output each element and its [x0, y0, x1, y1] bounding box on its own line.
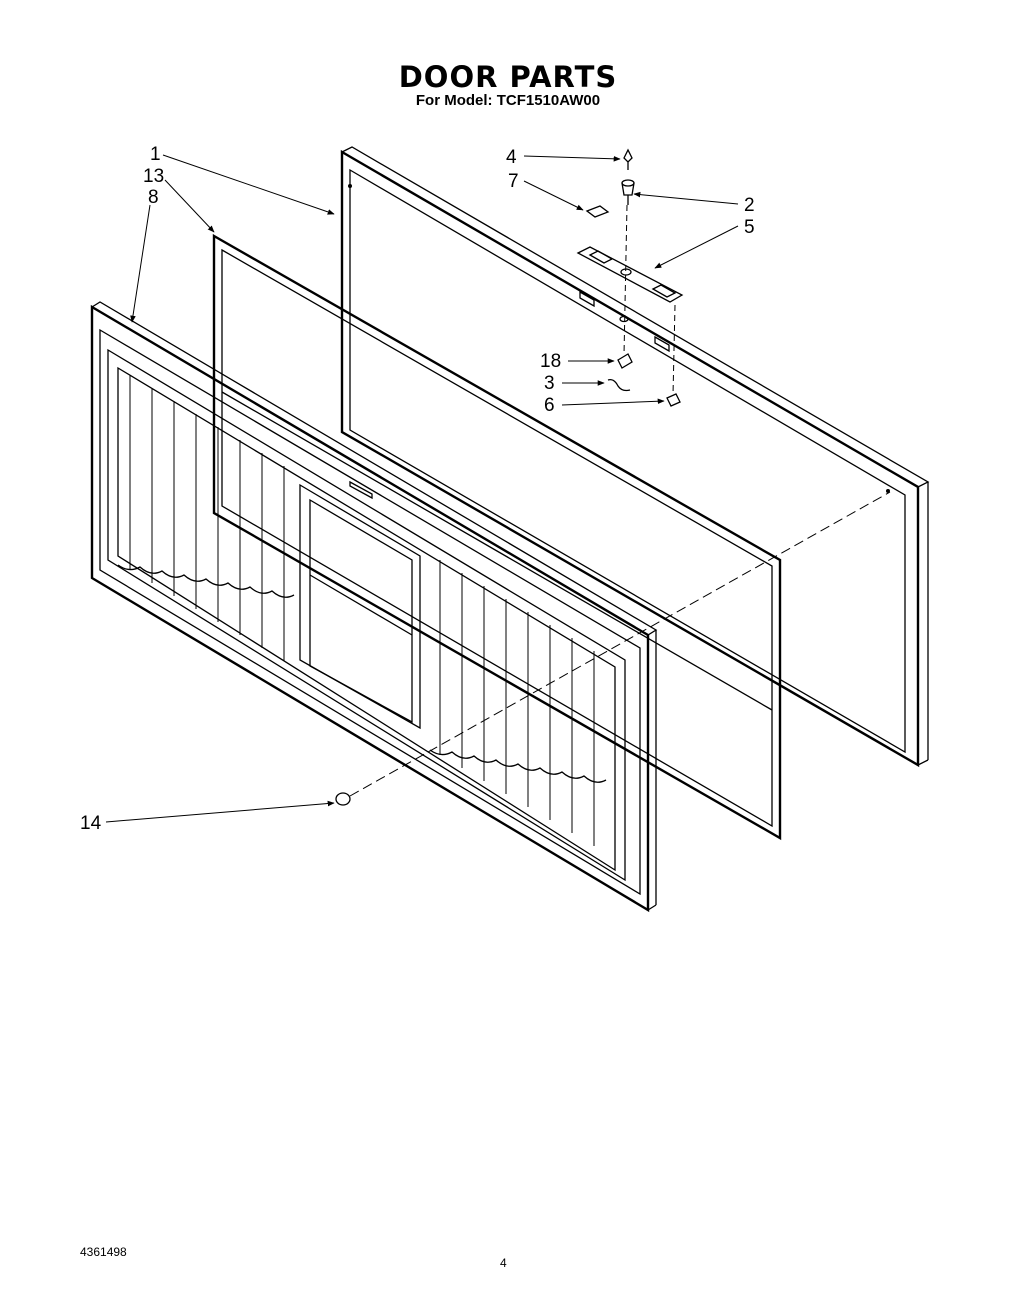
callout-leaders — [105, 154, 739, 823]
callout-3: 3 — [544, 373, 555, 394]
callout-6: 6 — [544, 395, 555, 416]
callout-13: 13 — [143, 166, 164, 187]
callout-18: 18 — [540, 351, 561, 372]
outer-door-panel — [90, 301, 658, 913]
door-liner-frame — [340, 146, 930, 768]
callout-5: 5 — [744, 217, 755, 238]
page-number: 4 — [500, 1256, 507, 1270]
callout-2: 2 — [744, 195, 755, 216]
document-number: 4361498 — [80, 1245, 127, 1259]
page-title: DOOR PARTS — [398, 60, 618, 94]
callout-1: 1 — [150, 144, 161, 165]
callout-labels: 1 13 8 4 7 2 5 18 3 6 14 — [80, 144, 755, 834]
door-gasket — [212, 233, 782, 841]
panel-corrugations — [129, 375, 595, 846]
callout-14: 14 — [80, 813, 102, 834]
callout-4: 4 — [506, 147, 517, 168]
handle-assembly-parts — [335, 148, 891, 806]
callout-7: 7 — [508, 171, 519, 192]
model-subtitle: For Model: TCF1510AW00 — [415, 92, 601, 109]
callout-8: 8 — [148, 187, 159, 208]
